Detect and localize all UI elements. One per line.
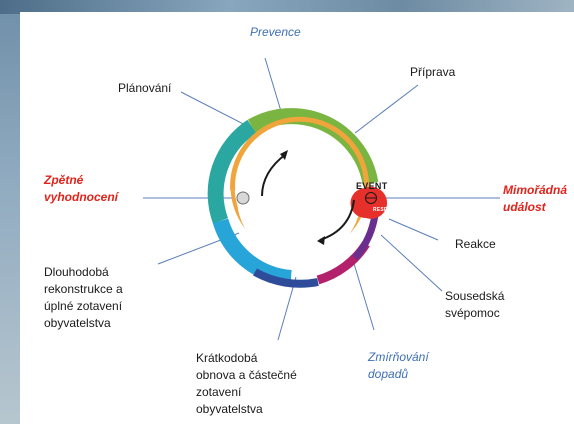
label-sousedska-svepomoc: Sousedská svépomoc	[445, 289, 505, 320]
response-label: RESPONSE	[373, 207, 403, 213]
arrow-upper-left	[261, 153, 287, 197]
label-zpetne-vyhodnoceni: Zpětné vyhodnocení	[44, 173, 119, 204]
label-priprava: Příprava	[410, 65, 456, 79]
label-mimoradna-udalost: Mimořádná událost	[503, 183, 568, 214]
ring-teal-segment	[207, 119, 257, 224]
label-zmirnovani-dopadu: Zmírňování dopadů	[368, 350, 429, 381]
ring-center	[237, 136, 361, 260]
background-sky-strip	[0, 0, 574, 14]
label-planovani: Plánování	[118, 81, 172, 95]
line-priprava	[354, 84, 419, 134]
ring-navy-segment	[253, 268, 319, 288]
ring-blue-segment	[212, 218, 292, 286]
arrowhead-lower-right	[317, 236, 325, 245]
ring-orange-inner-upper	[230, 116, 370, 206]
arrowhead-upper-left	[280, 150, 288, 160]
label-prevence: Prevence	[250, 25, 301, 39]
line-reakce	[388, 218, 439, 241]
label-reakce: Reakce	[455, 237, 496, 251]
label-dlouhodoba-rekonstrukce: Dlouhodobá rekonstrukce a úplné zotavení…	[44, 265, 123, 330]
event-label: EVENT	[356, 181, 388, 191]
label-kratkodoba-obnova: Krátkodobá obnova a částečné zotavení ob…	[196, 351, 297, 416]
line-zmirnovani	[351, 256, 375, 331]
line-prevence	[264, 57, 284, 119]
cycle-start-marker	[236, 191, 250, 205]
line-sousedska	[380, 234, 443, 292]
